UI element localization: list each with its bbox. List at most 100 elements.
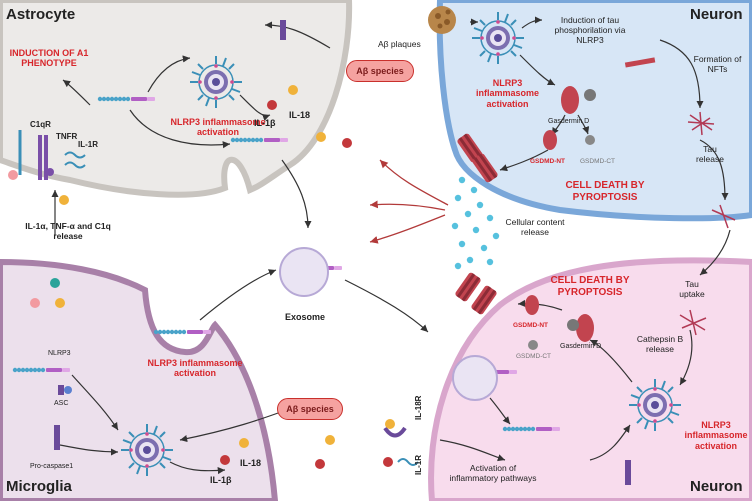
arrow-to-membrane (129, 109, 231, 149)
cell-death-bottom: CELL DEATH BY PYROPTOSIS (550, 275, 630, 298)
il1r-vertical-label: IL-1R (414, 455, 423, 475)
microglia-cell (0, 258, 279, 501)
red-arrow-3 (369, 214, 446, 244)
nlrp3-activation-neuron-top: NLRP3 inflammasome activation (475, 78, 540, 109)
gasdermin-label-top: Gasdermin D (548, 118, 590, 125)
nlrp3-activation-astro: NLRP3 inflammasome activation (170, 117, 266, 138)
nlrp3-activation-micro: NLRP3 inflammasome activation (147, 358, 243, 379)
arrow-ab-to-astro-inflam (264, 21, 331, 49)
cell-death-top: CELL DEATH BY PYROPTOSIS (565, 180, 645, 203)
tau-induction-label: Induction of tau phosphorilation via NLR… (554, 15, 626, 45)
tau-release-label: Tau release (696, 144, 724, 164)
tau-fragment-icon (711, 204, 736, 229)
gasdermin-d-bottom-icon (576, 314, 594, 342)
receptors-astrocyte (8, 130, 86, 205)
arrow-inflam-to-il (239, 94, 271, 121)
asc-icon (58, 385, 64, 395)
il18-molecule-micro (239, 438, 249, 448)
arrow-cathepsin (679, 329, 693, 386)
microglia-title: Microglia (6, 478, 72, 495)
arrow-procasp-to-inflam (59, 444, 119, 456)
ab-plaque-icon (428, 6, 456, 34)
arrow-to-a1 (62, 79, 91, 106)
arrow-tau-uptake (699, 229, 731, 276)
gsdmd-ct-bottom-icon (528, 340, 538, 350)
il1b-molecule-micro (220, 455, 230, 465)
gsdmd-nt-label-top: GSDMD-NT (530, 158, 566, 165)
gsdmd-ct-icon (585, 135, 595, 145)
il18-label-astro: IL-18 (289, 110, 311, 120)
il18r-label: IL-18R (414, 395, 423, 420)
tau-uptake-icon (679, 309, 707, 336)
arrow-exosome-to-neuron (344, 279, 429, 333)
formation-nfts-label: Formation of NFTs (693, 54, 742, 74)
gsdmd-nt-bottom-icon (525, 295, 539, 315)
activation-pathways-label: Activation of inflammatory pathways (449, 463, 537, 483)
neuron-bottom-title: Neuron (690, 478, 743, 495)
cellular-content-dots (451, 176, 500, 270)
arrow-membrane-to-exosome (281, 159, 312, 229)
arrow-receptor-pathways (439, 439, 506, 462)
il18-molecule-astro (288, 85, 298, 95)
nlrp3-label-micro: NLRP3 (48, 350, 71, 357)
il18-label-micro: IL-18 (240, 458, 262, 468)
gasdermin-label-bottom: Gasdermin D (560, 343, 602, 350)
neuron-top-title: Neuron (690, 6, 743, 23)
ab-species-badge-bottom: Aβ species (277, 398, 343, 420)
induction-a1-label: INDUCTION OF A1 PHENOTYPE (9, 48, 89, 69)
neuron-bottom-cell (428, 257, 752, 501)
gsdmd-nt-label-bottom: GSDMD-NT (513, 322, 549, 329)
ab-species-badge-top: Aβ species (346, 60, 414, 82)
free-molecule-3 (342, 138, 352, 148)
pro-caspase-label: Pro-caspase1 (30, 463, 74, 470)
red-arrow-2 (369, 200, 446, 211)
arrow-inflam-to-tau (521, 16, 543, 29)
nlrp3-microglia-membrane (153, 329, 211, 335)
cathepsin-label: Cathepsin B release (636, 334, 684, 354)
il1b-molecule-astro (267, 100, 277, 110)
asc-label: ASC (54, 400, 69, 407)
ab-plaques-label: Aβ plaques (378, 39, 421, 49)
nlrp3-activation-neuron-bottom: NLRP3 inflammasome activation (684, 420, 748, 451)
astrocyte-title: Astrocyte (6, 6, 76, 23)
il1b-label-micro: IL-1β (210, 475, 232, 485)
il1a-molecule (50, 278, 60, 288)
red-arrow-1 (379, 159, 449, 206)
tnfr-label: TNFR (56, 132, 78, 141)
c1q-molecule (30, 298, 40, 308)
tnf-molecule (55, 298, 65, 308)
arrow-inflam-to-gasdermin (519, 54, 556, 86)
arrow-inflam-to-gasdermin-bottom (589, 339, 633, 383)
gasdermin-d-bottom-cleaved-icon (567, 319, 579, 331)
arrow-pathways-to-inflam (589, 424, 631, 461)
arrow-nt-to-pore (499, 149, 549, 172)
gsdmd-ct-label-top: GSDMD-CT (580, 158, 616, 165)
arrow-tau-to-nfts (659, 39, 704, 109)
exosome-label: Exosome (285, 312, 326, 322)
arrow-inflam-to-il-micro (169, 461, 226, 475)
c1qr-label: C1qR (30, 120, 51, 129)
il1b-label-astro: IL-1β (254, 118, 276, 128)
free-molecule-1 (316, 132, 326, 142)
arrow-microglia-to-exosome (199, 269, 277, 321)
free-molecule-2 (315, 459, 325, 469)
gsdmd-ct-label-bottom: GSDMD-CT (516, 353, 552, 360)
arrow-nlrp3-to-inflam-astro (147, 55, 191, 93)
receptors-neuron-bottom (383, 419, 419, 467)
tau-phospho-icon (624, 57, 656, 68)
gasdermin-d-icon (561, 86, 579, 114)
arrow-nfts-release (699, 139, 729, 201)
arrow-exo-to-nlrp3 (489, 397, 511, 425)
arrow-gasdermin-ct (577, 114, 590, 135)
il-release-label: IL-1α, TNF-α and C1q release (25, 221, 111, 241)
gsdmd-nt-icon (543, 130, 557, 150)
tau-uptake-label: Tau uptake (679, 279, 705, 299)
nfts-icon (687, 111, 715, 136)
exosome-neuron (452, 355, 498, 401)
free-molecule-4 (325, 435, 335, 445)
il1r-label: IL-1R (78, 140, 98, 149)
arrow-nlrp3-to-inflam-micro (71, 374, 119, 431)
gasdermin-d-cleaved-icon (584, 89, 596, 101)
astrocyte-cell (0, 0, 353, 198)
